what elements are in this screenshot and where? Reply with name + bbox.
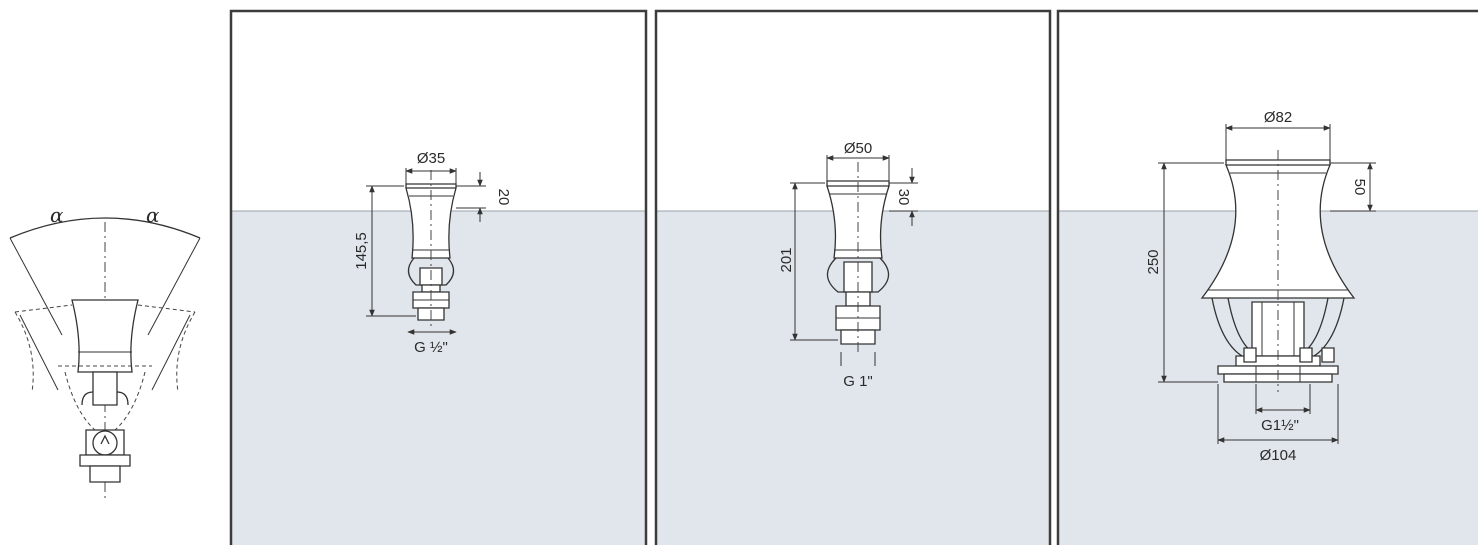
connection-large: G1½" — [1261, 417, 1299, 434]
nozzle-medium — [826, 162, 890, 352]
dimensions-small — [366, 168, 486, 335]
top-height-medium: 30 — [895, 189, 912, 206]
connection-small: G ½" — [414, 339, 448, 356]
top-diameter-large: Ø82 — [1264, 109, 1292, 126]
total-height-medium: 201 — [778, 247, 795, 272]
water-fill-1 — [231, 211, 646, 545]
total-height-large: 250 — [1145, 249, 1162, 274]
dimensions-medium — [790, 155, 918, 366]
top-height-large: 50 — [1351, 179, 1368, 196]
top-diameter-small: Ø35 — [417, 150, 445, 167]
total-height-small: 145,5 — [353, 232, 370, 270]
angle-label-left: α — [50, 203, 64, 227]
connection-medium: G 1" — [843, 373, 873, 390]
base-diameter-large: Ø104 — [1260, 447, 1297, 464]
top-diameter-medium: Ø50 — [844, 140, 872, 157]
swivel-angle-view — [9, 217, 201, 500]
nozzle-large — [1200, 150, 1356, 392]
angle-label-right: α — [146, 203, 160, 227]
top-height-small: 20 — [495, 189, 512, 206]
dimensions-large — [1158, 124, 1376, 444]
nozzle-small — [405, 170, 457, 328]
